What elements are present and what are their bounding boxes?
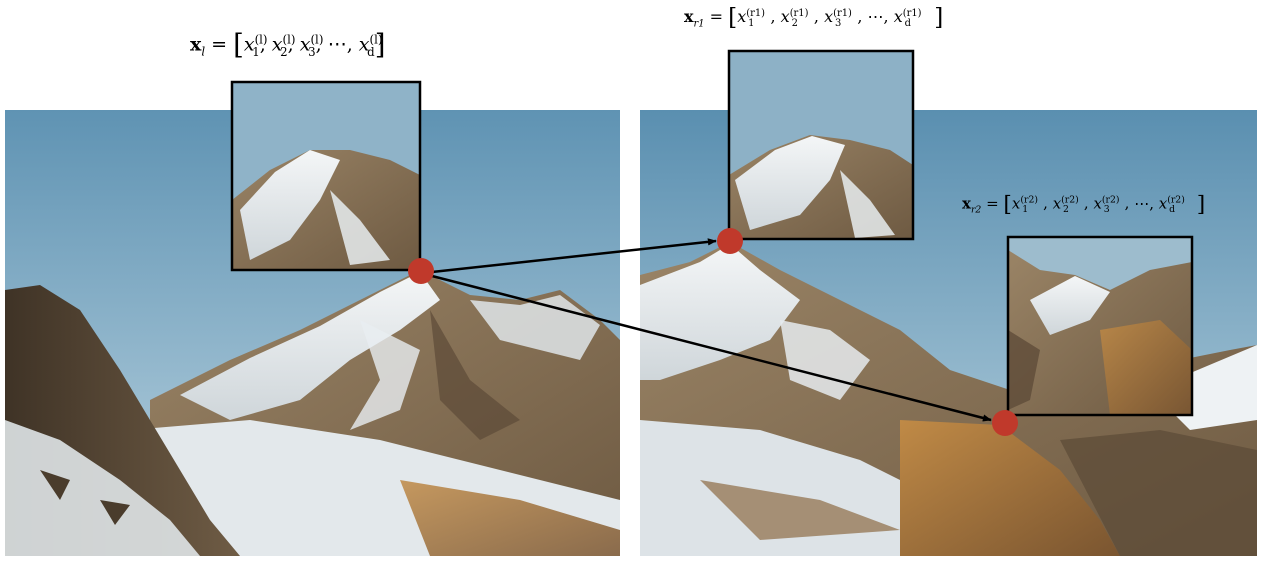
sep-4: , [346,33,359,56]
elem-3-index: 3 [835,18,842,30]
sep-3: , [315,33,328,56]
sep-3: , [1124,194,1135,213]
patch-left-snow [240,150,340,260]
elem-2: x [1052,194,1062,213]
patch-r1-snow-streak [840,170,895,238]
elem-3: x [299,33,311,56]
elem-2-sup: (r2) [1061,194,1079,206]
elem-1-sup: (r1) [746,7,766,19]
elem-2-index: 2 [791,18,798,30]
patch-r1-frame [727,49,915,241]
patch-r1-snow [735,136,845,230]
equation-r2: xr2 = [x(r2)1, x(r2)2, x(r2)3, ⋯, x(r2)d… [962,194,1205,216]
elem-3-index: 3 [308,44,316,59]
equation-left: xl = [x(l)1, x(l)2, x(l)3, ⋯, x(l)d] [190,29,386,61]
elem-3-sup: (l) [310,32,324,47]
sep-1: , [1043,194,1053,213]
elem-1: x [1011,194,1021,213]
close-bracket: ] [1196,192,1206,217]
vector-subscript: r2 [970,204,982,216]
patch-r2-frame [1006,235,1194,417]
elem-d-sup: (l) [369,32,383,47]
elem-d: x [358,33,370,56]
elem-3-sup: (r2) [1101,194,1120,206]
patch-r1 [727,49,915,241]
right-shadow-slope [1060,430,1257,556]
elem-2-sup: (r1) [789,7,809,19]
elem-2: x [271,33,283,56]
left-shadow-face [430,310,520,440]
left-brown-slope [400,480,620,556]
sep-1: , [770,7,781,27]
sep-3: , [857,7,868,27]
vector-subscript: r1 [693,18,705,30]
elem-2-index: 2 [1062,204,1069,216]
elem-d: x [893,7,903,27]
elem-d: x [1158,194,1168,213]
patch-left-frame [230,80,422,272]
elem-d-sup: (r2) [1167,194,1185,206]
match-arrow-r1 [431,238,717,274]
sep-2: , [813,7,825,27]
elem-2: x [780,7,790,27]
vector-symbol: x [190,33,202,56]
right-face-snow [780,320,870,400]
patch-r2-snow [1030,276,1110,335]
elem-1-sup: (r2) [1020,194,1039,206]
elem-3: x [824,7,834,27]
ellipsis: ⋯ [327,33,347,56]
elem-3-sup: (r1) [833,7,852,19]
keypoint-r1 [717,228,743,254]
close-bracket: ] [934,4,944,31]
equals-sign: = [205,33,234,56]
patch-r2-brown [1100,320,1192,415]
right-mountain-snow [640,244,800,380]
right-lower-rock [700,480,900,540]
close-bracket: ] [374,29,386,61]
vector-symbol: x [962,194,971,213]
keypoint-r2 [992,410,1018,436]
open-bracket: [ [1003,192,1012,217]
ellipsis: ⋯ [867,7,884,27]
sep-2: , [287,33,300,56]
patch-left-snow-streak [330,190,390,265]
patch-r2-shadow [1008,330,1040,410]
open-bracket: [ [728,4,738,31]
left-couloir-snow [350,320,420,430]
keypoint-left [408,258,434,284]
equation-r1: xr1 = [x(r1)1, x(r1)2, x(r1)3, ⋯, x(r1)d… [684,6,943,29]
left-foreground-rocks [40,470,130,525]
right-brown-slope [900,420,1120,556]
ellipsis: ⋯ [1134,194,1150,213]
elem-2-index: 2 [280,44,288,59]
elem-2-sup: (l) [282,32,296,47]
sep-4: , [1149,194,1159,213]
elem-3-index: 3 [1103,204,1110,216]
elem-1: x [737,7,747,27]
open-bracket: [ [233,29,244,61]
elem-d-index: d [1169,204,1176,216]
patch-left [230,80,422,272]
elem-1-sup: (l) [254,32,268,47]
equals-sign: = [981,194,1004,213]
elem-d-index: d [904,18,911,30]
sep-4: , [883,7,894,27]
elem-1: x [243,33,255,56]
sep-2: , [1083,194,1094,213]
vector-symbol: x [684,7,694,27]
left-mountain-snow-ridge [180,272,440,420]
match-arrow-r2 [431,274,992,422]
sep-1: , [259,33,272,56]
elem-3: x [1093,194,1102,213]
elem-d-sup: (r1) [902,7,922,19]
equals-sign: = [704,7,729,27]
left-foreground-snow [5,420,200,556]
elem-1-index: 1 [748,18,755,30]
vector-subscript: l [201,44,206,59]
elem-1-index: 1 [1022,204,1029,216]
elem-d-index: d [367,44,375,59]
elem-1-index: 1 [252,44,260,59]
patch-r2 [1006,235,1194,417]
